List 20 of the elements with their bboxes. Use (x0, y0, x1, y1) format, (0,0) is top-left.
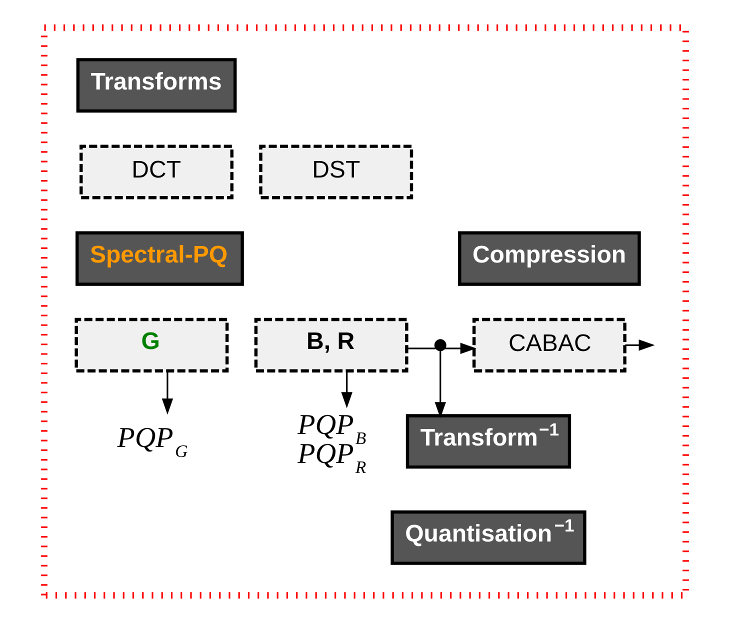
node-box: Compression (458, 231, 640, 286)
arrow (444, 342, 476, 354)
node-text: PQP$_{G}$ (116, 422, 188, 461)
node-box: Spectral-PQ (75, 231, 244, 286)
node-text: PQP$_{B}$ PQP$_{R}$ (297, 409, 366, 477)
arrow (340, 370, 352, 408)
node-box: Transforms (76, 58, 236, 113)
node-circle (434, 339, 446, 352)
arrow (161, 370, 173, 415)
connector (406, 348, 436, 350)
node-box: DCT (79, 144, 233, 200)
node-box: B, R (254, 318, 408, 372)
node-box: Transform$^{−1}$ (405, 414, 571, 469)
node-box: G (74, 318, 228, 372)
node-box: Quantisation$^{−1}$ (390, 510, 586, 565)
node-box: CABAC (472, 318, 626, 372)
cluster (40, 24, 688, 599)
arrow (434, 350, 446, 418)
arrow (624, 340, 654, 351)
node-box: DST (258, 144, 413, 200)
